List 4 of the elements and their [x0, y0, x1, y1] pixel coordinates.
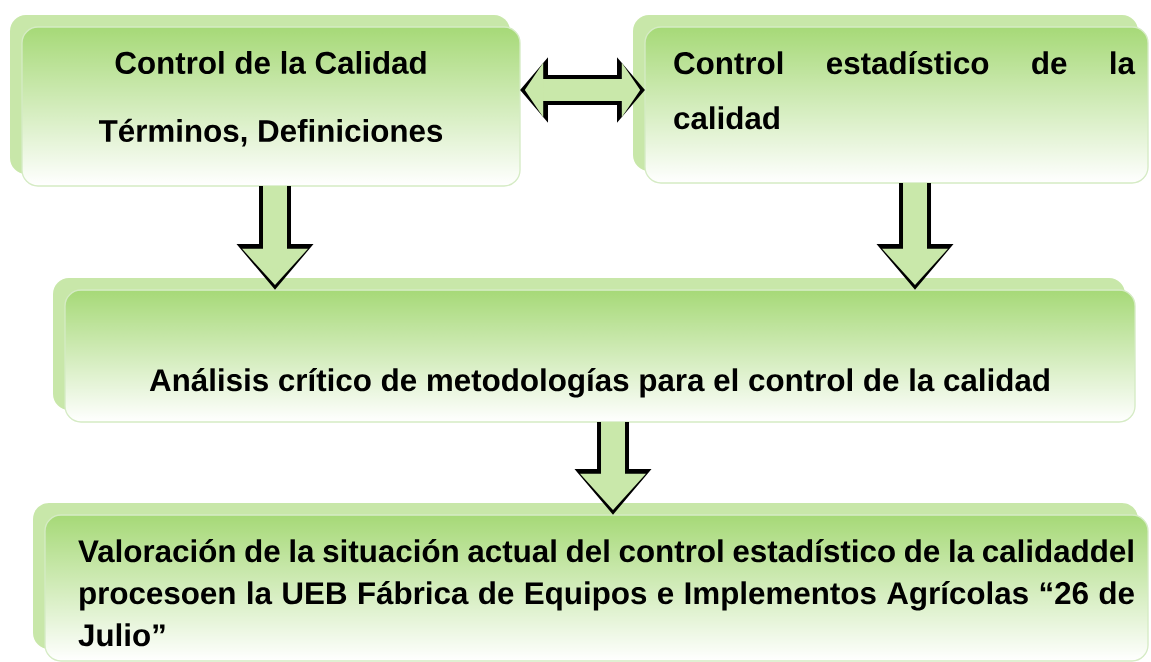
- process-box: Control de la Calidad Términos, Definiciones: [21, 26, 521, 187]
- process-box: Valoración de la situación actual del control estadístico de la calidaddel procesoen la UEB Fábrica de Equipos e Implementos Agrícolas “26 de Julio”: [44, 514, 1149, 662]
- process-box: Análisis crítico de metodologías para el control de la calidad: [64, 289, 1136, 423]
- process-box: Control estadístico de la calidad: [644, 26, 1149, 184]
